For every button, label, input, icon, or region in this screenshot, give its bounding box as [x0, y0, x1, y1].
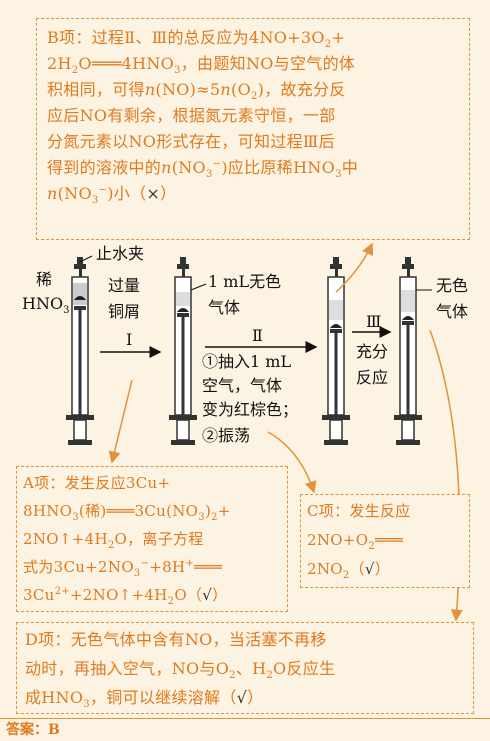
note-d-box: D项：无色气体中含有NO，当活塞不再移 动时，再抽入空气，NO与O2、H2O反应…: [16, 622, 474, 714]
syringe-3: [322, 257, 350, 445]
op-line-1: ①抽入1 mL: [202, 352, 292, 371]
clamp-label: 止水夹: [96, 244, 145, 263]
note-a-box: A项：发生反应3Cu+ 8HNO3(稀)═══3Cu(NO3)2+ 2NO↑+4…: [16, 466, 288, 612]
arrow-to-c: [267, 431, 317, 494]
footer-answer: 答案：B: [6, 722, 60, 738]
hno3-label: HNO3: [22, 294, 70, 317]
note-b-box: B项：过程Ⅱ、Ⅲ的总反应为4NO+3O2+ 2H2O═══4HNO3，由题知NO…: [36, 18, 470, 240]
colorless-label-1: 无色: [436, 276, 469, 295]
gas1-pointer: [190, 283, 207, 291]
op-line-4: ②振荡: [202, 426, 251, 445]
syringe-2: [169, 257, 197, 445]
step-2-label: Ⅱ: [252, 326, 263, 345]
note-a-text: A项：发生反应3Cu+ 8HNO3(稀)═══3Cu(NO3)2+ 2NO↑+4…: [23, 474, 231, 607]
check-mark-d: √: [236, 688, 248, 707]
excess-label-1: 过量: [108, 276, 141, 295]
op-line-2: 空气，气体: [202, 376, 283, 395]
gas1-label-b: 气体: [208, 298, 241, 317]
dilute-label: 稀: [36, 270, 53, 289]
gas1-label-a: 1 mL无色: [208, 272, 282, 291]
excess-label-2: 铜屑: [108, 302, 141, 321]
full-label-1: 充分: [356, 342, 389, 361]
full-label-2: 反应: [356, 368, 389, 387]
note-b-text: B项：过程Ⅱ、Ⅲ的总反应为4NO+3O2+ 2H2O═══4HNO3，由题知NO…: [47, 28, 359, 207]
op-line-3: 变为红棕色；: [202, 400, 299, 419]
arrow-to-b: [335, 242, 374, 293]
check-mark-c: √: [364, 560, 375, 578]
note-b-line1: B项：过程Ⅱ、Ⅲ的总反应为4NO+3O: [47, 28, 325, 47]
syringe-1: [66, 257, 94, 445]
step-1-label: Ⅰ: [126, 330, 133, 349]
note-c-box: C项：发生反应 2NO+O2═══ 2NO2（√）: [300, 494, 470, 588]
cross-mark: ×: [146, 184, 161, 203]
footer-bar: 答案：B: [0, 718, 490, 741]
note-c-text: C项：发生反应 2NO+O2═══ 2NO2（√）: [307, 502, 411, 581]
colorless-label-2: 气体: [436, 302, 469, 321]
step-3-label: Ⅲ: [366, 312, 382, 331]
note-d-text: D项：无色气体中含有NO，当活塞不再移 动时，再抽入空气，NO与O2、H2O反应…: [25, 630, 336, 711]
syringe-4: [394, 257, 422, 445]
clamp-pointer: [79, 255, 93, 263]
check-mark-a: √: [202, 586, 213, 604]
arrow-to-a: [108, 379, 133, 464]
